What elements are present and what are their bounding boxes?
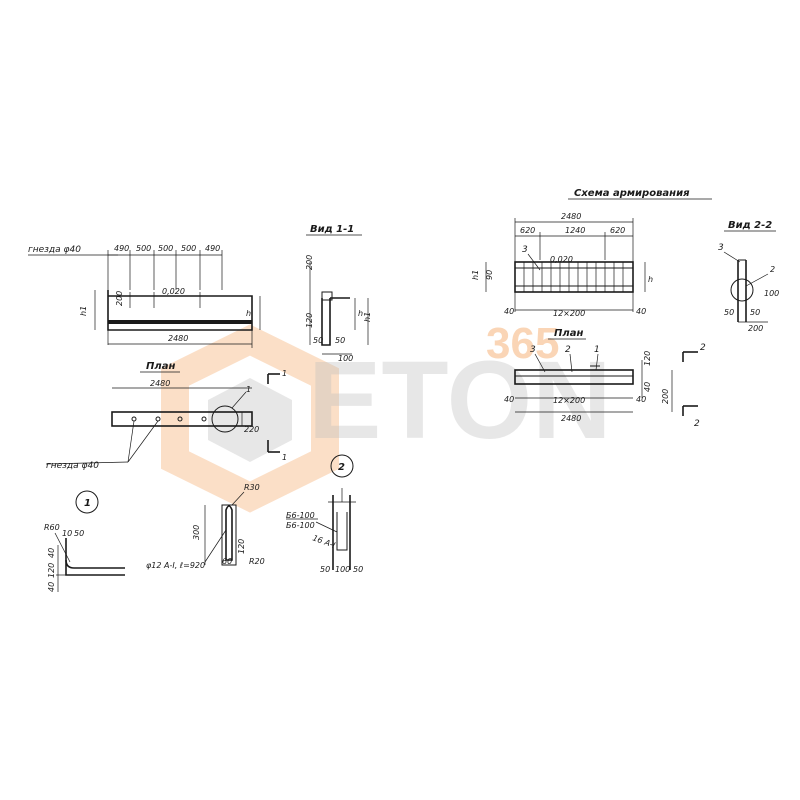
- view-2-2: Вид 2-2 3 2 100 50 50 200: [718, 220, 779, 333]
- dim-490b: 490: [205, 244, 220, 253]
- node-2-dim-100: 100: [335, 565, 350, 574]
- scheme-dim-12x200: 12×200: [553, 309, 585, 318]
- right-plan: План 3 2 1 40 12×200 40 2480 120 40 200 …: [504, 328, 706, 429]
- view-1-1-title: Вид 1-1: [310, 224, 354, 235]
- scheme-dim-1240: 1240: [565, 226, 585, 235]
- plan-call-1: 1: [246, 385, 251, 394]
- node-1-detail: 1 R60 10 50 40 120 40: [44, 490, 125, 592]
- dim-500b: 500: [158, 244, 173, 253]
- node-1-dim-10: 10: [62, 529, 72, 538]
- dim-2480a: 2480: [168, 334, 188, 343]
- scheme-dim-620a: 620: [520, 226, 535, 235]
- view-2-2-callout-2: 2: [770, 265, 775, 274]
- node-1-dim-40: 40: [47, 548, 56, 558]
- view-2-2-callout-3: 3: [718, 243, 724, 253]
- watermark-logo-icon: [161, 324, 339, 513]
- rebar-dim-300: 300: [192, 525, 201, 540]
- view-dim-120: 120: [305, 313, 314, 328]
- view-2-2-dim-100: 100: [764, 289, 779, 298]
- plan-right-dim-2480: 2480: [561, 414, 581, 423]
- plan-right-callout-3: 3: [530, 345, 536, 355]
- plan-right-dim-40a: 40: [504, 395, 514, 404]
- plan-right-dim-12x200: 12×200: [553, 396, 585, 405]
- rebar-dim-60: 60: [222, 557, 232, 566]
- plan-right-dim-40b: 40: [636, 395, 646, 404]
- view-2-2-title: Вид 2-2: [728, 220, 772, 231]
- cut-mark-1-bottom: 1: [282, 453, 287, 462]
- scheme-dim-h1: h1: [471, 270, 480, 280]
- scheme-dim-2480: 2480: [561, 212, 581, 221]
- scheme-dim-h: h: [648, 275, 653, 284]
- socket-label-bottom: гнезда φ40: [46, 461, 99, 471]
- watermark: ETON 365: [161, 319, 612, 513]
- rebar-dim-120: 120: [237, 539, 246, 554]
- cut-mark-1-top: 1: [282, 369, 287, 378]
- rebar-r30: R30: [244, 483, 260, 492]
- view-1-1: Вид 1-1 200 120 h h1 50 50 100: [305, 224, 372, 363]
- scheme-dim-90: 90: [485, 270, 494, 280]
- watermark-brand: ETON: [308, 339, 612, 462]
- view-dim-50a: 50: [313, 336, 323, 345]
- view-2-2-dim-50a: 50: [724, 308, 734, 317]
- view-2-2-dim-50b: 50: [750, 308, 760, 317]
- scheme-dim-40a: 40: [504, 307, 514, 316]
- scheme-dim-620b: 620: [610, 226, 625, 235]
- view-dim-100: 100: [338, 354, 353, 363]
- view-dim-200: 200: [305, 255, 314, 270]
- watermark-number: 365: [486, 319, 559, 368]
- bent-rebar-detail: 300 120 R30 60 R20 φ12 A-I, ℓ=920: [146, 483, 265, 570]
- view-dim-h1: h1: [363, 312, 372, 322]
- cut-mark-2-top: 2: [700, 343, 706, 353]
- socket-label-top: гнезда φ40: [28, 245, 81, 255]
- reinforcement-scheme: Схема армирования 2480 620 1240 620 0,02…: [471, 188, 712, 318]
- scheme-callout-3: 3: [522, 245, 528, 255]
- dim-490a: 490: [114, 244, 129, 253]
- node-2-dim-50b: 50: [353, 565, 363, 574]
- view-dim-50b: 50: [335, 336, 345, 345]
- plan-dim-2480: 2480: [150, 379, 170, 388]
- dim-h1a: h1: [79, 306, 88, 316]
- dim-500c: 500: [181, 244, 196, 253]
- node-2-dim-50a: 50: [320, 565, 330, 574]
- plan-right-title: План: [554, 328, 583, 339]
- cut-mark-2-bottom: 2: [694, 419, 700, 429]
- node-1-dim-50: 50: [74, 529, 84, 538]
- plan-left-title: План: [146, 361, 175, 372]
- left-plan: План 2480 1 220 1 1 гнезда φ40: [45, 361, 287, 471]
- dim-500a: 500: [136, 244, 151, 253]
- slope-right: 0,020: [550, 255, 573, 264]
- mesh-label-2: Б6-100: [286, 521, 315, 530]
- plan-right-callout-1: 1: [594, 345, 600, 355]
- left-elevation: гнезда φ40 490 500 500 500 490 0,020 h1 …: [28, 244, 261, 348]
- dim-200a: 200: [115, 291, 124, 306]
- slope-left: 0,020: [162, 287, 185, 296]
- plan-right-dim-40c: 40: [643, 382, 652, 392]
- scheme-dim-40b: 40: [636, 307, 646, 316]
- scheme-title: Схема армирования: [574, 188, 690, 199]
- plan-dim-220: 220: [244, 425, 259, 434]
- view-2-2-dim-200: 200: [748, 324, 763, 333]
- node-1-label: 1: [84, 498, 91, 509]
- rebar-r20: R20: [249, 557, 265, 566]
- rebar-phi12-label: φ12 A-I, ℓ=920: [146, 561, 205, 570]
- node-1-r60: R60: [44, 523, 60, 532]
- plan-right-callout-2: 2: [565, 345, 571, 355]
- plan-right-dim-120: 120: [643, 351, 652, 366]
- node-2-detail: 2 Б6-100 Б6-100 16 A-I 50 100 50: [286, 454, 363, 574]
- mesh-label-1: Б6-100: [286, 511, 315, 520]
- node-1-dim-120: 120: [47, 563, 56, 578]
- plan-right-dim-200: 200: [661, 389, 670, 404]
- view-dim-h: h: [358, 309, 363, 318]
- node-1-dim-40b: 40: [47, 582, 56, 592]
- node-2-label: 2: [338, 462, 345, 473]
- dim-ha: h: [246, 309, 251, 318]
